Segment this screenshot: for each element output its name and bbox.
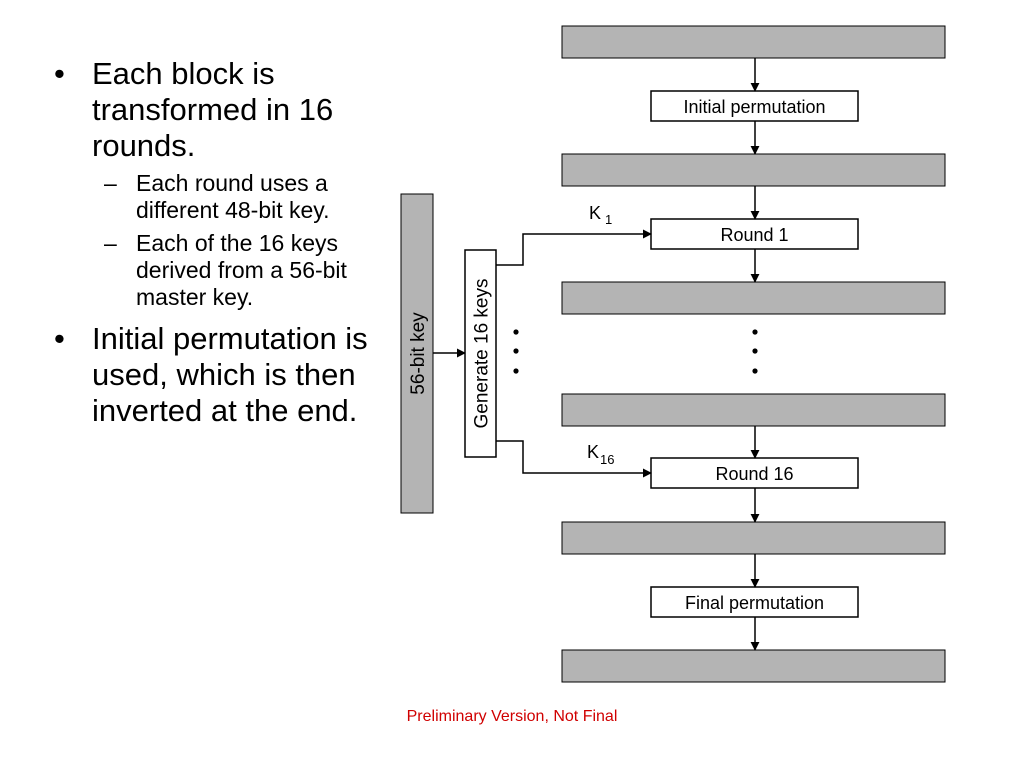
sub-bullet-round-key: –Each round uses a different 48-bit key. <box>104 170 330 223</box>
ellipsis-keys <box>513 329 519 374</box>
data-block-after-round1 <box>561 281 946 315</box>
initial-permutation-label: Initial permutation <box>683 97 825 117</box>
data-block-after-round16 <box>561 521 946 555</box>
sub-bullet-master-key: –Each of the 16 keys derived from a 56-b… <box>104 230 347 310</box>
round1-label: Round 1 <box>720 225 788 245</box>
arrow-k16 <box>496 440 652 478</box>
key-generator-label: Generate 16 keys <box>472 279 493 429</box>
key-generator-box <box>464 249 497 458</box>
final-permutation-box <box>650 586 859 618</box>
master-key-bar <box>400 193 434 514</box>
k16-subscript: 16 <box>600 452 614 467</box>
k1-subscript: 1 <box>605 212 612 227</box>
k16-letter: K <box>587 442 599 462</box>
master-key-label: 56-bit key <box>408 312 429 395</box>
footer-note: Preliminary Version, Not Final <box>406 708 618 725</box>
round16-label: Round 16 <box>715 464 793 484</box>
bullet-list: •Each block is transformed in 16 rounds.… <box>48 56 378 439</box>
ellipsis-rounds <box>752 329 758 374</box>
data-block-after-ip <box>561 153 946 187</box>
sub-bullet-list: –Each round uses a different 48-bit key.… <box>48 170 378 311</box>
k16-label: K16 <box>587 442 614 467</box>
bullet-permutation: •Initial permutation is used, which is t… <box>54 321 368 428</box>
data-block-before-round16 <box>561 393 946 427</box>
final-permutation-label: Final permutation <box>685 593 824 613</box>
data-block-output <box>561 649 946 683</box>
bullet-rounds: •Each block is transformed in 16 rounds. <box>54 56 334 163</box>
data-block-input <box>561 25 946 59</box>
arrow-k1 <box>496 229 652 266</box>
k1-letter: K <box>589 203 601 223</box>
